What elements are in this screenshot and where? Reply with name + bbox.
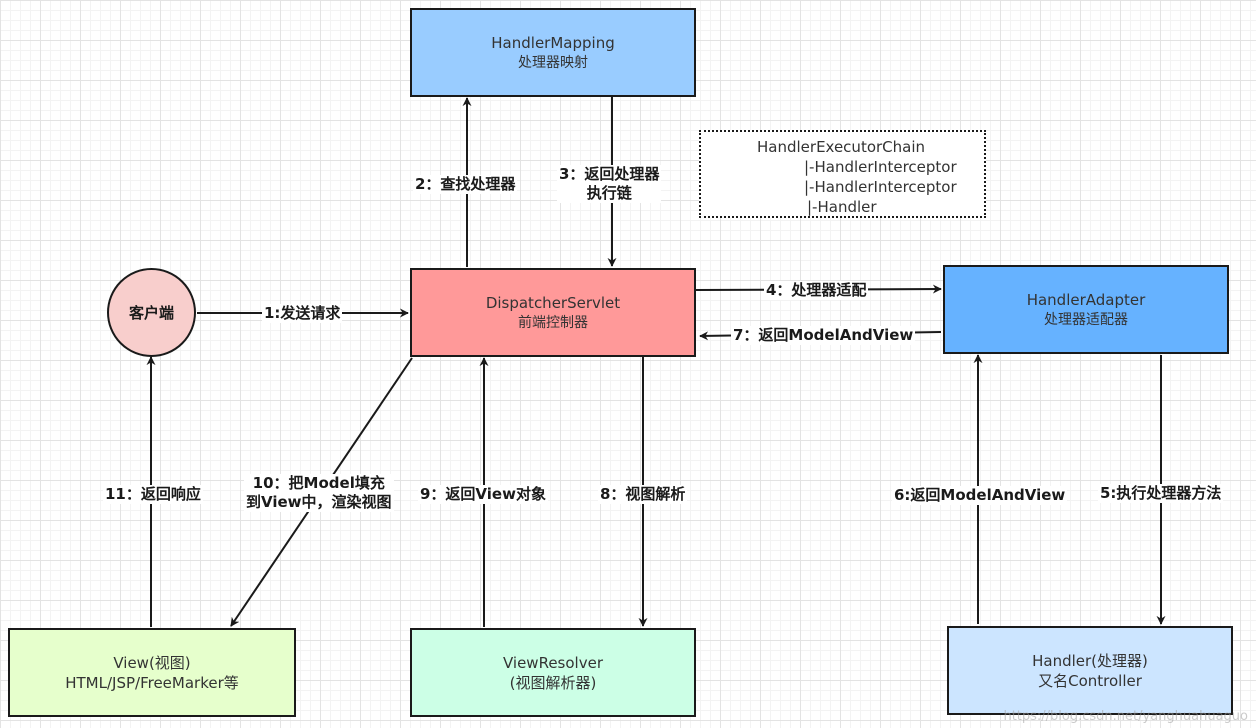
handler-adapter-title: HandlerAdapter [1026,290,1146,309]
chain-item: |-HandlerInterceptor [804,178,957,196]
handler-adapter-node: HandlerAdapter 处理器适配器 [943,265,1229,354]
handler-executor-chain-note: HandlerExecutorChain |-HandlerIntercepto… [699,130,986,218]
client-node: 客户端 [107,268,196,357]
view-subtitle: HTML/JSP/FreeMarker等 [65,673,239,692]
edge-label-3-line2: 执行链 [586,184,632,202]
edge-label-10: 10：把Model填充 到View中，渲染视图 [244,474,394,512]
dispatcher-servlet-node: DispatcherServlet 前端控制器 [410,268,696,357]
handler-node: Handler(处理器) 又名Controller [947,626,1233,715]
edge-label-10-line1: 10：把Model填充 [252,474,385,492]
view-resolver-node: ViewResolver (视图解析器) [410,628,696,717]
chain-item: |-HandlerInterceptor [804,158,957,176]
client-label: 客户端 [128,304,174,322]
chain-title: HandlerExecutorChain [757,138,926,156]
view-resolver-title: ViewResolver [502,653,603,672]
edge-label-3-line1: 3：返回处理器 [559,165,660,183]
dispatcher-subtitle: 前端控制器 [518,314,588,331]
watermark: https://blog.csdn.net/yanghuahuaguo [1003,709,1248,724]
edge-label-5: 5:执行处理器方法 [1098,484,1224,503]
edge-label-2: 2：查找处理器 [413,175,518,194]
edge-label-10-line2: 到View中，渲染视图 [246,493,392,511]
handler-subtitle: 又名Controller [1038,671,1142,690]
handler-mapping-subtitle: 处理器映射 [518,54,588,71]
handler-title: Handler(处理器) [1032,651,1148,670]
chain-item: |-Handler [807,198,877,216]
edge-label-8: 8：视图解析 [598,485,688,504]
edge-label-7: 7：返回ModelAndView [731,326,916,345]
view-title: View(视图) [113,653,191,672]
handler-mapping-node: HandlerMapping 处理器映射 [410,8,696,97]
edge-label-6: 6:返回ModelAndView [892,486,1068,505]
edge-label-11: 11：返回响应 [103,485,203,504]
edge-label-3: 3：返回处理器 执行链 [557,165,662,203]
handler-mapping-title: HandlerMapping [491,33,615,52]
edge-label-9: 9：返回View对象 [418,485,548,504]
view-resolver-subtitle: (视图解析器) [509,673,597,692]
edge-label-1: 1:发送请求 [262,304,343,323]
view-node: View(视图) HTML/JSP/FreeMarker等 [8,628,296,717]
handler-adapter-subtitle: 处理器适配器 [1044,311,1128,328]
dispatcher-title: DispatcherServlet [485,293,621,312]
edge-label-4: 4：处理器适配 [764,281,869,300]
